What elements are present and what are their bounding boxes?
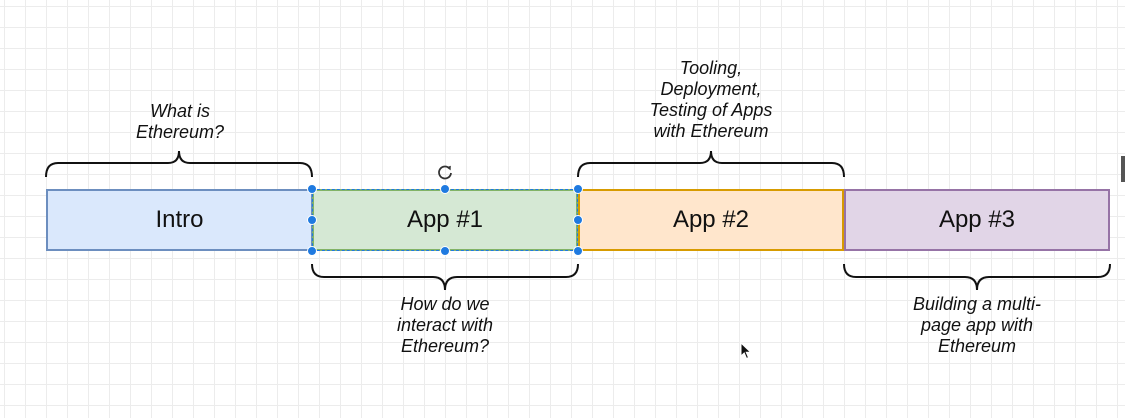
annotation-app1: How do we interact with Ethereum? [345, 294, 545, 357]
resize-handle-bottom-left[interactable] [307, 246, 317, 256]
resize-handle-top[interactable] [440, 184, 450, 194]
resize-handle-top-right[interactable] [573, 184, 583, 194]
annotation-app2-line: Testing of Apps [649, 100, 773, 120]
stage-label: App #1 [406, 206, 484, 233]
resize-handle-top-left[interactable] [307, 184, 317, 194]
brace-app1 [311, 263, 579, 291]
resize-handle-bottom[interactable] [440, 246, 450, 256]
annotation-intro: What is Ethereum? [80, 101, 280, 143]
resize-handle-bottom-right[interactable] [573, 246, 583, 256]
annotation-intro-line: Ethereum? [135, 122, 225, 142]
brace-app3 [843, 263, 1111, 291]
brace-intro [45, 150, 313, 178]
annotation-app2-line: Deployment, [660, 79, 762, 99]
annotation-app3-line: Ethereum [937, 336, 1017, 356]
stage-box-app1[interactable]: App #1 [312, 189, 578, 251]
annotation-intro-line: What is [149, 101, 210, 121]
mouse-pointer-icon [740, 342, 752, 360]
annotation-app3-line: page app with [920, 315, 1034, 335]
annotation-app1-line: Ethereum? [400, 336, 490, 356]
annotation-app1-line: interact with [396, 315, 494, 335]
resize-handle-left[interactable] [307, 215, 317, 225]
brace-app2 [577, 150, 845, 178]
stage-box-intro[interactable]: Intro [46, 189, 313, 251]
stage-label: App #3 [938, 206, 1016, 233]
stage-box-app2[interactable]: App #2 [578, 189, 844, 251]
annotation-app2: Tooling, Deployment, Testing of Apps wit… [611, 58, 811, 142]
annotation-app3-line: Building a multi- [912, 294, 1042, 314]
annotation-app3: Building a multi- page app with Ethereum [877, 294, 1077, 357]
rotate-handle-icon[interactable] [436, 163, 454, 181]
stage-label: App #2 [672, 206, 750, 233]
annotation-app1-line: How do we [400, 294, 490, 314]
stage-box-app3[interactable]: App #3 [844, 189, 1110, 251]
annotation-app2-line: Tooling, [679, 58, 743, 78]
window-edge-marker [1121, 156, 1125, 182]
resize-handle-right[interactable] [573, 215, 583, 225]
annotation-app2-line: with Ethereum [653, 121, 769, 141]
stage-label: Intro [155, 206, 204, 233]
